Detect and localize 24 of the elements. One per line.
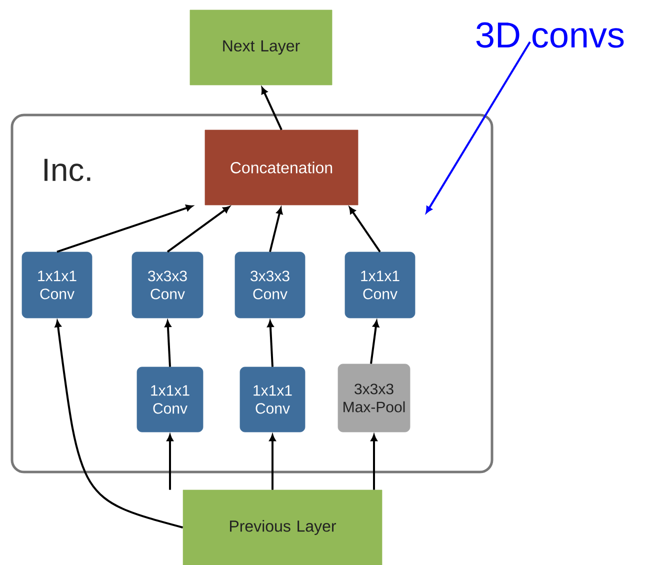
arrow — [166, 206, 230, 253]
arrow — [370, 320, 380, 364]
layer-box: Previous Layer — [182, 490, 382, 565]
arrow — [56, 204, 193, 253]
arrow — [164, 320, 172, 367]
arrow — [267, 320, 274, 367]
conv-box: 1x1x1 Conv — [136, 366, 204, 432]
arrow — [269, 207, 283, 252]
arrow — [349, 206, 381, 252]
conv-box: 1x1x1 Conv — [344, 252, 416, 318]
conv-box: 3x3x3 Conv — [132, 252, 204, 318]
pool-box: 3x3x3 Max-Pool — [338, 364, 410, 432]
conv-box: 1x1x1 Conv — [240, 366, 306, 432]
layer-box: Next Layer — [190, 10, 332, 86]
annotation-text: 3D convs — [476, 22, 624, 48]
conv-box: 3x3x3 Conv — [234, 252, 306, 318]
conv-box: 1x1x1 Conv — [22, 252, 92, 318]
concatenation-box: Concatenation — [204, 130, 358, 206]
arrow — [370, 434, 378, 490]
arrow — [426, 41, 531, 214]
arrow — [261, 87, 282, 130]
arrow — [269, 434, 276, 490]
arrow — [166, 434, 174, 490]
arrow — [54, 320, 184, 528]
